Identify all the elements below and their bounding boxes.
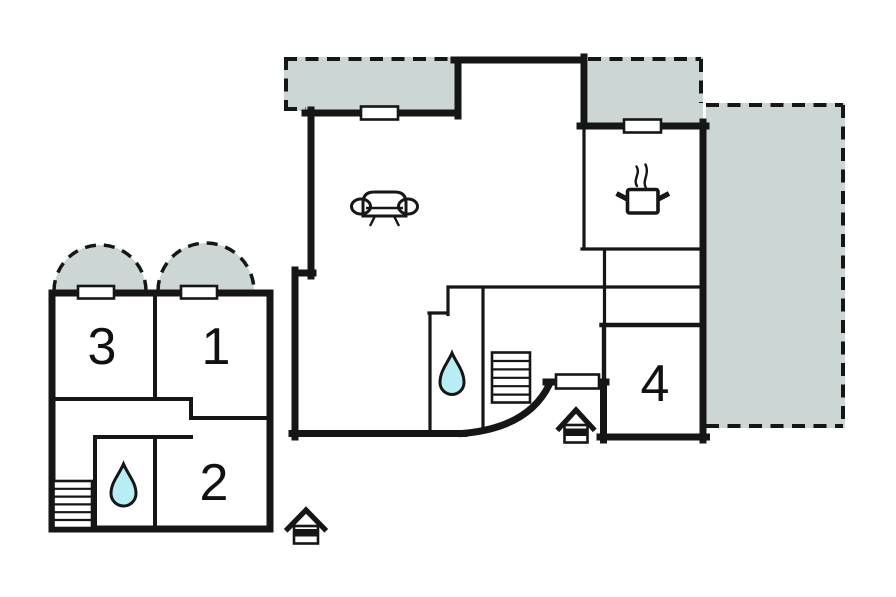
terraces (284, 57, 845, 428)
balcony-arch-left (52, 243, 148, 292)
door (554, 373, 601, 390)
terrace-top-right-border (588, 57, 703, 103)
water-drop-icon (109, 460, 138, 508)
window (179, 284, 219, 300)
entrance-icon (555, 406, 597, 444)
left-building-interior-walls (53, 294, 269, 528)
sofa-legs (368, 215, 401, 227)
entrance-roof (555, 406, 597, 433)
right-building: 4 (288, 53, 710, 444)
steam-icon (634, 163, 649, 190)
terrace-right-border (706, 103, 845, 428)
room-3-label: 3 (88, 318, 117, 376)
entrance-icon (283, 506, 329, 545)
entrance-roof (283, 506, 329, 533)
entrance-band (564, 428, 588, 436)
room-4-label: 4 (641, 355, 670, 413)
right-building-interior-walls (427, 127, 704, 435)
window (359, 105, 400, 121)
stairs-icon (490, 351, 532, 404)
balcony-arches (52, 241, 256, 292)
terrace-right (706, 103, 845, 428)
room-2-label: 2 (200, 454, 229, 512)
terrace-top-left (284, 57, 458, 111)
sofa-arm-right (397, 197, 419, 216)
cooking-pot-icon (615, 163, 671, 215)
left-building: 3 1 2 (48, 284, 329, 545)
room-4-walls (599, 322, 705, 386)
entrance-outline (292, 524, 320, 545)
sofa-icon (350, 190, 419, 227)
entrance-band (294, 529, 318, 537)
water-drop-icon (438, 349, 466, 396)
room-1-label: 1 (202, 318, 231, 376)
window (622, 118, 663, 134)
entrance-outline (563, 423, 589, 444)
terrace-top-right (588, 57, 703, 126)
sofa-arm-left (350, 197, 372, 216)
stairs-treads (53, 487, 92, 522)
window (76, 284, 116, 300)
balcony-arch-right (156, 241, 256, 292)
stairs-treads (492, 359, 530, 396)
stairs-icon (52, 479, 94, 530)
pot-body (625, 187, 660, 215)
terrace-top-left-border (284, 57, 458, 111)
